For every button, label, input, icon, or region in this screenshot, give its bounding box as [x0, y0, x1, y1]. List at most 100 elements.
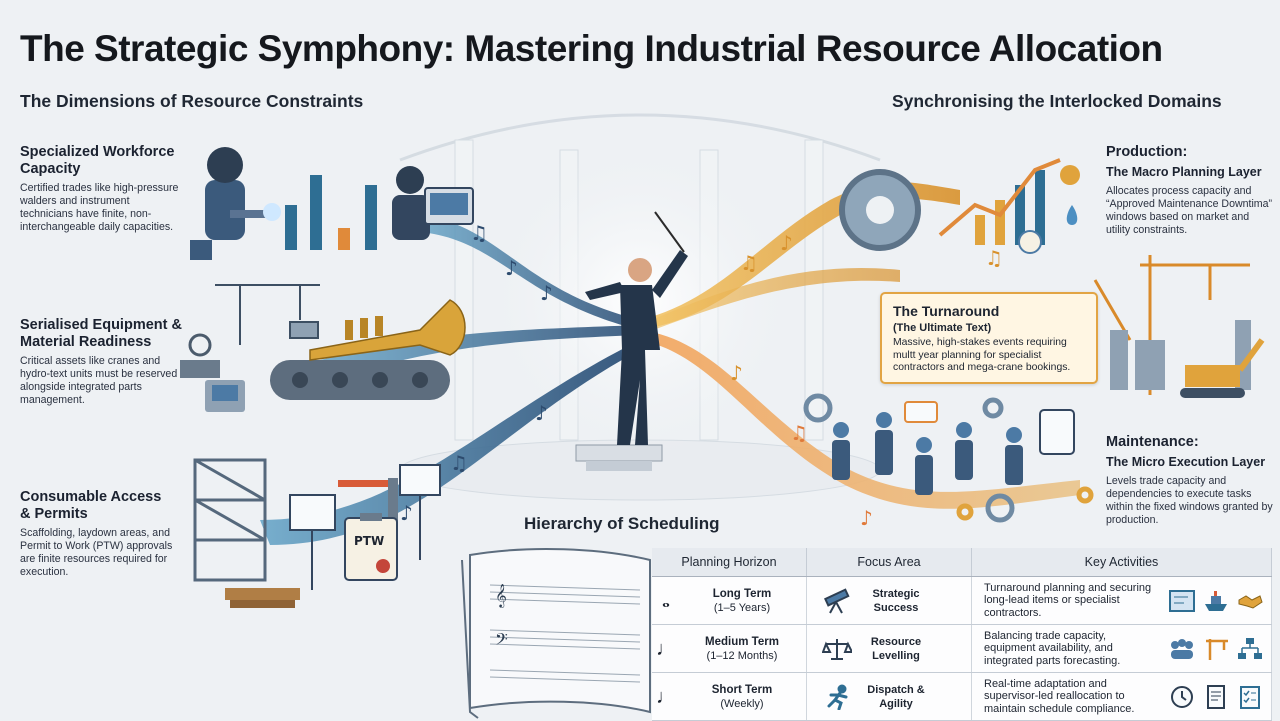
- quarter-note-icon: ♩: [656, 685, 676, 708]
- bar-chart-illustration: [285, 175, 377, 250]
- activities-text: Balancing trade capacity, equipment avai…: [984, 629, 1121, 667]
- svg-text:♪: ♪: [400, 501, 413, 525]
- document-icon: [1207, 684, 1225, 709]
- table-row: ♩ Short Term (Weekly) Dispatch & Agility…: [652, 672, 1272, 721]
- ptw-clipboard-illustration: PTW: [344, 513, 398, 581]
- left-section-heading: The Dimensions of Resource Constraints: [20, 91, 364, 111]
- music-notes: ♪♫♪ ♫♪♪ ♫♪ ♫♪ ♫♪: [400, 221, 1003, 530]
- constraint-body: Scaffolding, laydown areas, and Permit t…: [20, 527, 173, 578]
- runner-icon: [827, 684, 848, 710]
- horizon-range: (1–5 Years): [713, 601, 771, 614]
- technician-illustration: [392, 166, 474, 240]
- horizon-name: Long Term: [712, 587, 772, 600]
- svg-text:♪: ♪: [730, 361, 743, 385]
- focus-cell: Strategic Success: [806, 576, 972, 625]
- column-header-key-activities: Key Activities: [971, 548, 1272, 577]
- focus-label: Resource Levelling: [870, 635, 922, 662]
- scheduling-table: Planning Horizon Focus Area Key Activiti…: [652, 548, 1272, 721]
- activities-cell: Real-time adaptation and supervisor-led …: [971, 672, 1272, 721]
- orange-music-stream: [640, 330, 1080, 509]
- svg-text:♫: ♫: [450, 451, 468, 475]
- horizon-name: Short Term: [711, 683, 773, 696]
- quarter-note-icon: ♩: [656, 637, 676, 660]
- maintenance-subtitle: The Micro Execution Layer: [1106, 455, 1266, 469]
- maintenance-title: Maintenance:: [1106, 434, 1199, 450]
- maintenance-crew-illustration: [832, 401, 1075, 495]
- svg-text:♫: ♫: [790, 421, 808, 445]
- maintenance-body: Levels trade capacity and dependencies t…: [1106, 475, 1273, 526]
- pallet-illustration: [225, 588, 300, 608]
- svg-text:♪: ♪: [780, 231, 793, 255]
- ship-icon: [1205, 590, 1227, 611]
- turnaround-callout: The Turnaround (The Ultimate Text) Massi…: [880, 292, 1098, 384]
- small-gear-icons: [803, 393, 1094, 523]
- svg-text:♫: ♫: [740, 251, 758, 275]
- column-header-focus-area: Focus Area: [806, 548, 972, 577]
- clock-icon: [1171, 685, 1193, 708]
- score-book-illustration: 𝄞 𝄢: [461, 547, 651, 719]
- horizon-range: (Weekly): [720, 697, 764, 710]
- horizon-cell: ♩ Short Term (Weekly): [652, 672, 807, 721]
- svg-text:♪: ♪: [540, 281, 553, 305]
- turnaround-subtitle: (The Ultimate Text): [893, 322, 992, 334]
- table-row: ♩ Medium Term (1–12 Months) Resource Lev…: [652, 624, 1272, 673]
- svg-text:𝄞: 𝄞: [495, 583, 507, 608]
- team-icon: [1171, 638, 1193, 659]
- turnaround-body: Massive, high-stakes events requiring mu…: [893, 337, 1071, 373]
- constraint-body: Critical assets like cranes and hydro-te…: [20, 355, 178, 406]
- svg-text:♫: ♫: [985, 246, 1003, 270]
- focus-cell: Dispatch & Agility: [806, 672, 972, 721]
- column-header-planning-horizon: Planning Horizon: [652, 548, 807, 577]
- production-body: Allocates process capacity and “Approved…: [1106, 185, 1273, 236]
- constraint-access-permits: Consumable Access & Permits Scaffolding,…: [20, 489, 175, 579]
- constraint-workforce: Specialized Workforce Capacity Certified…: [20, 144, 185, 234]
- activities-text: Turnaround planning and securing long-le…: [984, 581, 1152, 619]
- whole-note-icon: 𝅝: [662, 589, 670, 612]
- barrier-illustration: [338, 478, 398, 523]
- table-row: 𝅝 Long Term (1–5 Years) Strategic Succes…: [652, 576, 1272, 625]
- svg-text:𝄢: 𝄢: [495, 629, 508, 653]
- production-layer: Production: The Macro Planning Layer All…: [1106, 144, 1274, 237]
- right-section-heading: Synchronising the Interlocked Domains: [892, 91, 1222, 111]
- gold-music-stream: [640, 181, 960, 335]
- crane-icon: [1206, 638, 1228, 660]
- trumpet-illustration: [309, 299, 466, 361]
- horizon-range: (1–12 Months): [706, 649, 778, 662]
- org-chart-icon: [1238, 637, 1262, 659]
- page-title: The Strategic Symphony: Mastering Indust…: [20, 28, 1163, 69]
- gear-illustration: [839, 169, 921, 251]
- horizon-cell: ♩ Medium Term (1–12 Months): [652, 624, 807, 673]
- horizon-cell: 𝅝 Long Term (1–5 Years): [652, 576, 807, 625]
- scaffolding-illustration: [193, 458, 267, 582]
- conductor-illustration: [575, 211, 688, 471]
- horizon-name: Medium Term: [705, 635, 779, 648]
- ptw-label: PTW: [354, 534, 384, 548]
- hierarchy-title: Hierarchy of Scheduling: [524, 514, 720, 533]
- focus-label: Dispatch & Agility: [867, 683, 925, 710]
- welder-illustration: [190, 147, 281, 260]
- handshake-icon: [1238, 594, 1263, 609]
- scales-icon: [822, 638, 852, 660]
- conveyor-illustration: [270, 360, 450, 400]
- turnaround-title: The Turnaround: [893, 303, 1000, 319]
- svg-text:♪: ♪: [860, 506, 873, 530]
- activities-cell: Balancing trade capacity, equipment avai…: [971, 624, 1272, 673]
- production-subtitle: The Macro Planning Layer: [1106, 165, 1262, 179]
- excavator-illustration: [1180, 338, 1265, 398]
- blueprint-icon: [1169, 589, 1195, 612]
- utility-icons: [1018, 165, 1080, 254]
- svg-text:♫: ♫: [470, 221, 488, 245]
- crane-illustration: [215, 284, 320, 345]
- valve-illustration: [180, 333, 245, 412]
- checklist-icon: [1240, 685, 1260, 709]
- production-title: Production:: [1106, 144, 1188, 160]
- focus-label: Strategic Success: [872, 587, 920, 614]
- constraint-title: Specialized Workforce Capacity: [20, 144, 175, 177]
- focus-cell: Resource Levelling: [806, 624, 972, 673]
- growth-chart-illustration: [938, 158, 1061, 245]
- activities-text: Real-time adaptation and supervisor-led …: [984, 677, 1135, 715]
- activities-cell: Turnaround planning and securing long-le…: [971, 576, 1272, 625]
- table-header-row: Planning Horizon Focus Area Key Activiti…: [652, 548, 1272, 577]
- svg-text:♪: ♪: [535, 401, 548, 425]
